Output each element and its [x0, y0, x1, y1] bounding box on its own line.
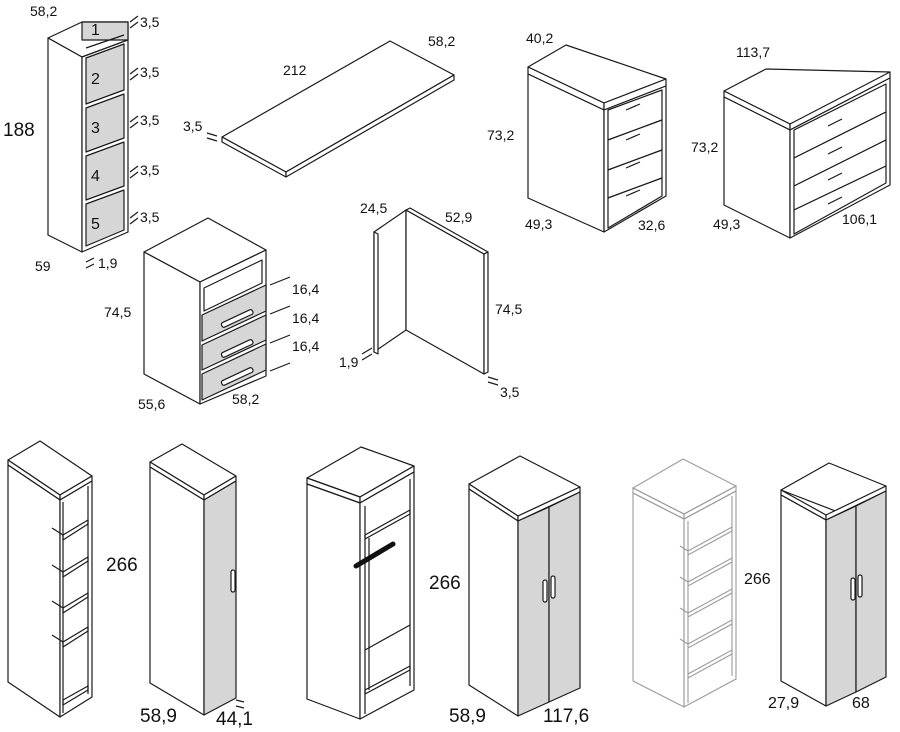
- wardrobe-double-depth: 58,9: [449, 706, 486, 727]
- shelf-thickness-1: 3,5: [140, 14, 160, 30]
- wardrobe-small-depth: 27,9: [768, 695, 799, 712]
- corner-panel: 24,5 52,9 74,5 1,9 3,5: [339, 200, 522, 400]
- top-board: 212 58,2 3,5: [183, 33, 455, 178]
- wardrobe-height-3: 266: [744, 571, 771, 588]
- wardrobe-open-shelves-light: 266: [631, 458, 771, 708]
- bookcase-depth: 58,2: [30, 3, 57, 19]
- top-board-depth: 58,2: [428, 33, 455, 49]
- bookcase-board: 1,9: [98, 255, 118, 271]
- bookcase-width: 59: [35, 258, 51, 274]
- chest-wide-side: 49,3: [713, 216, 740, 232]
- top-board-thickness: 3,5: [183, 118, 203, 134]
- top-board-length: 212: [283, 62, 307, 78]
- wardrobe-single-depth: 58,9: [140, 706, 177, 727]
- drawer-unit: 74,5 16,4 16,4 16,4 55,6 58,2: [104, 217, 319, 412]
- corner-panel-thickness: 3,5: [500, 384, 520, 400]
- corner-panel-board: 1,9: [339, 354, 359, 370]
- chest-small-depth-top: 40,2: [526, 30, 553, 46]
- shelf-number-3: 3: [91, 120, 100, 137]
- wardrobe-open-hanging: [306, 446, 415, 720]
- chest-small: 40,2 73,2 49,3 32,6: [487, 30, 667, 233]
- wardrobe-small-double-door: 27,9 68: [768, 462, 887, 712]
- drawer-height-3: 16,4: [292, 338, 319, 354]
- shelf-thickness-4: 3,5: [140, 162, 160, 178]
- wardrobe-small-width: 68: [852, 695, 870, 712]
- wardrobe-single-width: 44,1: [216, 709, 253, 730]
- small-door-handle-right-icon: [857, 574, 863, 598]
- wardrobe-height-1: 266: [106, 555, 138, 576]
- corner-panel-side: 24,5: [360, 200, 387, 216]
- hanging-rail-icon: [353, 541, 396, 569]
- chest-small-front: 32,6: [638, 217, 665, 233]
- bookcase-height: 188: [3, 120, 35, 141]
- shelf-thickness-5: 3,5: [140, 209, 160, 225]
- chest-wide-height: 73,2: [691, 139, 718, 155]
- small-door-handle-left-icon: [850, 577, 856, 601]
- shelf-thickness-3: 3,5: [140, 112, 160, 128]
- wardrobe-open-shelves: [7, 440, 93, 718]
- shelf-number-4: 4: [91, 168, 100, 185]
- corner-panel-back: 52,9: [445, 209, 472, 225]
- wardrobe-double-door: 266 58,9 117,6: [429, 455, 589, 727]
- drawer-unit-depth: 55,6: [138, 396, 165, 412]
- wardrobe-single-door: 266 58,9 44,1: [106, 443, 253, 730]
- drawer-unit-width: 58,2: [232, 391, 259, 407]
- bookcase-column: 1 2 3 4 5 58,2 3,5 3,5 3,5 3,5 3,5 188 5…: [3, 3, 160, 274]
- wardrobe-double-width: 117,6: [543, 706, 589, 727]
- shelf-number-5: 5: [91, 216, 100, 233]
- door-handle-left-icon: [542, 579, 548, 603]
- drawer-unit-height: 74,5: [104, 304, 131, 320]
- door-handle-icon: [230, 569, 236, 593]
- shelf-thickness-2: 3,5: [140, 64, 160, 80]
- chest-small-height: 73,2: [487, 127, 514, 143]
- shelf-number-1: 1: [91, 22, 100, 39]
- chest-small-side: 49,3: [525, 216, 552, 232]
- chest-wide: 113,7 73,2 49,3 106,1: [691, 44, 891, 239]
- chest-wide-width-top: 113,7: [736, 44, 770, 60]
- shelf-number-2: 2: [91, 71, 100, 88]
- corner-panel-height: 74,5: [495, 301, 522, 317]
- door-handle-right-icon: [550, 575, 556, 599]
- drawer-height-1: 16,4: [292, 281, 319, 297]
- drawer-height-2: 16,4: [292, 310, 319, 326]
- wardrobe-height-2: 266: [429, 573, 461, 594]
- chest-wide-front: 106,1: [842, 211, 877, 227]
